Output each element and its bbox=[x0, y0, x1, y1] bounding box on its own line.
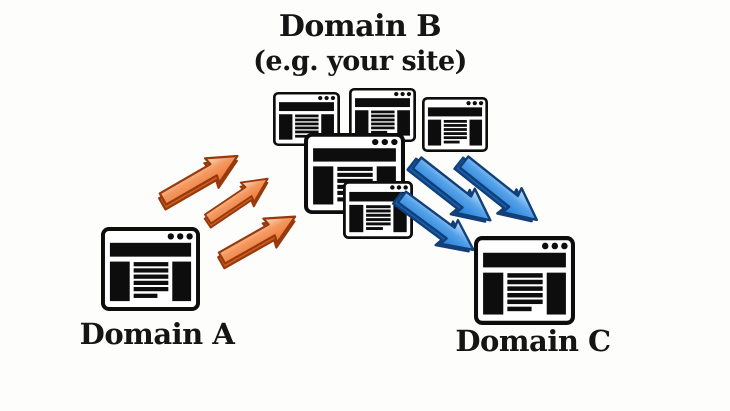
domain-a-browser-window-icon bbox=[101, 227, 200, 311]
domain-c-browser-window-icon bbox=[476, 238, 573, 323]
domain-c-label: Domain C bbox=[455, 324, 611, 358]
browser-window-icon bbox=[422, 97, 488, 152]
domain-a-label: Domain A bbox=[79, 317, 235, 351]
domain-b-title: Domain B bbox=[278, 9, 442, 44]
domain-b-subtitle: (e.g. your site) bbox=[253, 46, 467, 77]
